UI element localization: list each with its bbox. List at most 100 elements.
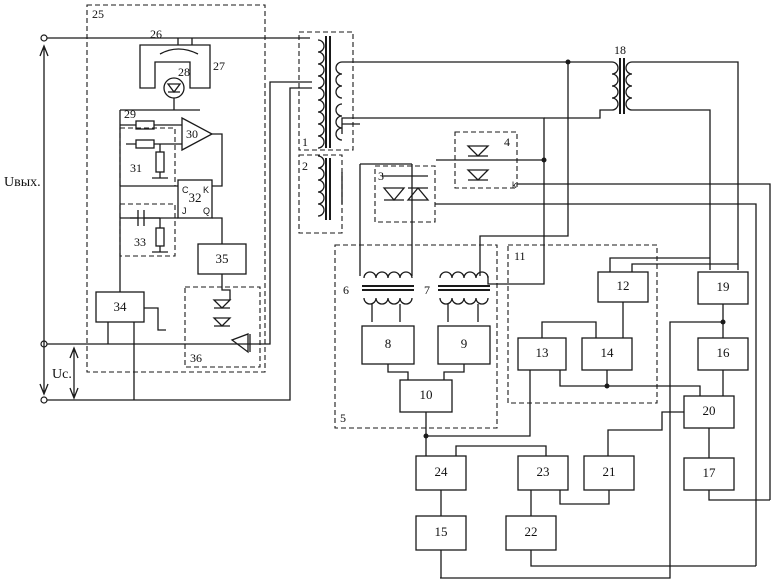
- wire-18-return: [544, 110, 612, 118]
- transformer-2-primary: [318, 156, 324, 216]
- transformer-7-secondary: [440, 298, 488, 304]
- label-k4: k: [512, 180, 517, 190]
- wire-22-3: [531, 550, 756, 566]
- label-30: 30: [186, 127, 198, 141]
- wire-18-19b: [632, 110, 710, 270]
- transformer-18-secondary: [626, 62, 632, 110]
- transformer-1-secondary-b: [336, 104, 342, 140]
- control-voltage-label: Uс.: [52, 367, 72, 382]
- block-14-label: 14: [601, 345, 615, 360]
- wire-32-out: [212, 218, 222, 244]
- block-9-label: 9: [461, 336, 468, 351]
- label-36: 36: [190, 351, 202, 365]
- output-terminal-top: [41, 35, 47, 41]
- pin-c: C: [182, 185, 189, 195]
- label-33: 33: [134, 235, 146, 249]
- transformer-2-core: [326, 158, 330, 220]
- label-29: 29: [124, 107, 136, 121]
- wire-17: [709, 490, 770, 500]
- pin-j: J: [182, 206, 187, 216]
- label-28: 28: [178, 65, 190, 79]
- wire-6-7-out: [372, 304, 478, 322]
- block-16-label: 16: [717, 345, 731, 360]
- wire-34: [108, 322, 134, 400]
- block-20-label: 20: [703, 403, 716, 418]
- wire-8-9-10: [388, 364, 464, 380]
- transformer-18-core: [620, 58, 624, 114]
- photodiode-28-symbol: [168, 84, 180, 92]
- wire-21-23: [560, 490, 609, 504]
- wire-33: [152, 218, 168, 252]
- output-voltage-label: Uвых.: [4, 175, 41, 190]
- thyristor-3: [382, 176, 428, 200]
- block-17-label: 17: [703, 465, 717, 480]
- wire-13-20: [560, 370, 700, 396]
- label-18: 18: [614, 43, 626, 57]
- block-8-label: 8: [385, 336, 392, 351]
- pin-q: Q: [203, 206, 210, 216]
- capacitor-33: [130, 210, 160, 226]
- triac-36: [232, 334, 250, 352]
- resistor-31b: [156, 152, 164, 172]
- label-3: 3: [378, 169, 384, 183]
- block-21-label: 21: [603, 464, 616, 479]
- block-19-label: 19: [717, 279, 730, 294]
- filament-26: [160, 49, 198, 54]
- group-33-frame: [120, 204, 175, 256]
- label-27: 27: [213, 59, 225, 73]
- wire-36-trafo: [244, 82, 312, 344]
- label-6: 6: [343, 283, 349, 297]
- block-35-label: 35: [216, 251, 229, 266]
- label-11: 11: [514, 249, 526, 263]
- transformer-1-secondary-a: [336, 62, 342, 98]
- label-25: 25: [92, 7, 104, 21]
- photo-36: [214, 318, 230, 326]
- wire-18-19a: [632, 62, 738, 270]
- wire-3: [360, 164, 412, 276]
- wire-13-14: [542, 322, 596, 338]
- wire-23-24: [456, 446, 546, 456]
- wire-12-in: [610, 258, 738, 272]
- block-12-label: 12: [617, 278, 630, 293]
- transformer-6-core: [362, 286, 414, 290]
- housing-27: [140, 45, 210, 88]
- transformer-18-primary: [612, 62, 618, 110]
- block-32-label: 32: [189, 190, 202, 205]
- label-5: 5: [340, 411, 346, 425]
- label-4: 4: [504, 135, 510, 149]
- led-36: [214, 300, 230, 308]
- resistor-33: [156, 228, 164, 246]
- label-1: 1: [302, 135, 308, 149]
- transformer-6-primary: [364, 272, 412, 278]
- wire-26: [178, 38, 192, 45]
- thyristor-4: [468, 146, 488, 180]
- transformer-6-secondary: [364, 298, 412, 304]
- wire-568: [480, 62, 568, 276]
- transformer-1-core: [326, 36, 330, 148]
- block-10-label: 10: [420, 387, 433, 402]
- group-31-frame: [120, 128, 175, 186]
- thyristor-3-frame: [375, 166, 435, 222]
- transformer-7-primary: [440, 272, 488, 278]
- wire-34-ground: [144, 308, 166, 330]
- block-22-label: 22: [525, 524, 538, 539]
- block-23-label: 23: [537, 464, 550, 479]
- block-13-label: 13: [536, 345, 549, 360]
- wire-20-21: [608, 412, 684, 458]
- label-31: 31: [130, 161, 142, 175]
- resistor-31a: [136, 140, 154, 148]
- label-26: 26: [150, 27, 162, 41]
- block-34-label: 34: [114, 299, 128, 314]
- transformer-7-core: [438, 286, 490, 290]
- pin-k: K: [203, 185, 209, 195]
- label-2: 2: [302, 159, 308, 173]
- label-7: 7: [424, 283, 430, 297]
- common-terminal: [41, 397, 47, 403]
- transformer-1-primary: [318, 40, 324, 148]
- block-15-label: 15: [435, 524, 448, 539]
- wire-32-inputs: [120, 110, 178, 300]
- photodiode-28: [164, 78, 184, 98]
- block-24-label: 24: [435, 464, 449, 479]
- wire-30-out: [212, 134, 222, 186]
